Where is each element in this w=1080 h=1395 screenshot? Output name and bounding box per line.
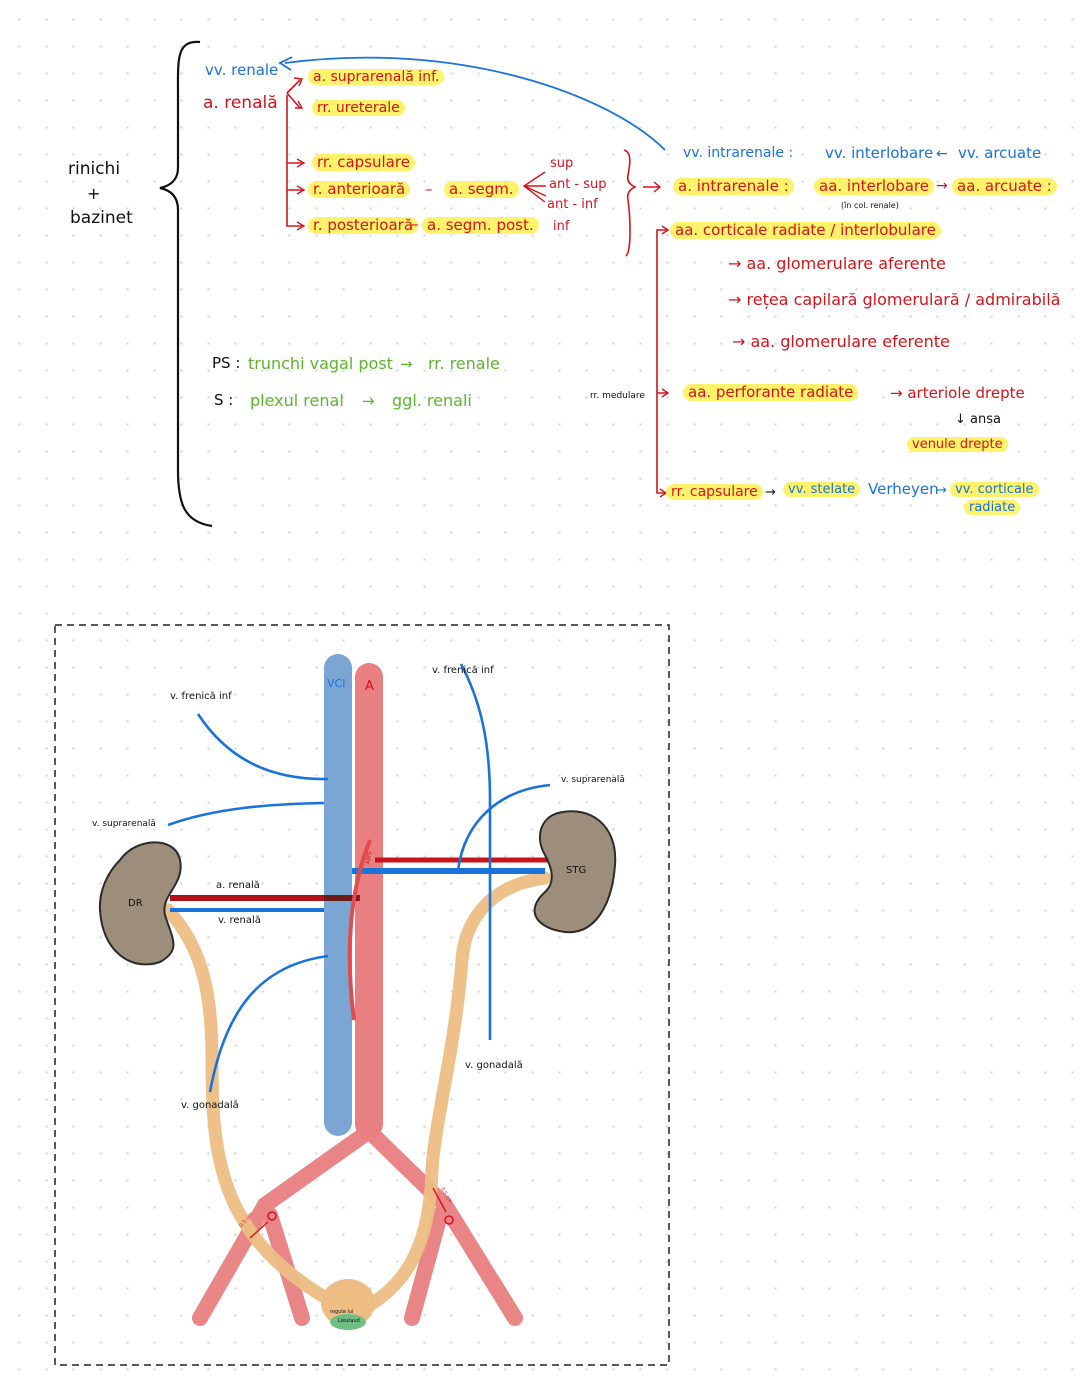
bladder	[321, 1279, 375, 1327]
ps-target: rr. renale	[428, 354, 500, 373]
r-posterioara: r. posterioară	[308, 217, 419, 234]
v-frenica-left-label: v. frenică inf	[170, 691, 232, 702]
arrow-to-arcuate: →	[936, 178, 948, 194]
bladder-trigone	[330, 1314, 366, 1330]
col-renale-note: (în col. renale)	[841, 201, 899, 210]
retea-capilara: → rețea capilară glomerulară / admirabil…	[728, 290, 1061, 309]
sma-curve	[347, 839, 372, 1021]
iliac-arteries	[192, 1124, 523, 1326]
aorta-label: A	[365, 679, 374, 694]
aa-arcuate: aa. arcuate :	[952, 178, 1057, 195]
segment-ant-sup: ant - sup	[549, 177, 607, 192]
a-renala-diagram-label: a. renală	[216, 880, 260, 891]
vv-renale-label: vv. renale	[205, 61, 279, 79]
arrow-verheyen: →	[936, 483, 947, 498]
kidney-dr-label: DR	[128, 898, 143, 909]
veins-blue	[167, 663, 551, 1093]
title-plus: +	[87, 184, 101, 203]
v-suprarenala-right-label: v. suprarenală	[561, 775, 625, 785]
ps-arrow: →	[400, 355, 413, 373]
segment-inf: inf	[553, 219, 570, 234]
aa-glomerulare-aferente: → aa. glomerulare aferente	[728, 254, 946, 273]
arteriole-drepte: → arteriole drepte	[890, 384, 1025, 402]
rr-ureterale: rr. ureterale	[312, 100, 405, 116]
marker-left	[267, 1211, 277, 1221]
segment-ant-inf: ant - inf	[547, 197, 598, 212]
bladder-note-line2: Lieutaud	[338, 1318, 360, 1324]
aa-corticale-radiate: aa. corticale radiate / interlobulare	[670, 222, 941, 239]
aa-perforante-radiate: aa. perforante radiate	[683, 384, 859, 401]
vv-left-arrow: ←	[936, 146, 948, 162]
ansa: ↓ ansa	[955, 412, 1001, 427]
v-frenica-right-label: v. frenică inf	[432, 665, 494, 676]
aorta-vessel	[355, 663, 383, 1138]
v-gonadala-right-label: v. gonadală	[465, 1060, 523, 1071]
kidney-left	[533, 810, 617, 934]
aa-glomerulare-eferente: → aa. glomerulare eferente	[732, 332, 950, 351]
s-target: ggl. renali	[392, 391, 472, 410]
s-label: S :	[214, 391, 234, 409]
verheyen: Verheyen	[868, 480, 939, 498]
a-suprarenala-inf: a. suprarenală inf.	[308, 69, 445, 85]
vci-label: VCI	[327, 677, 346, 690]
ps-text: trunchi vagal post	[248, 354, 393, 373]
rr-capsulare-bottom: rr. capsulare	[666, 484, 763, 500]
a-renala-label: a. renală	[203, 93, 278, 113]
marker-right	[444, 1215, 454, 1225]
segment-fan	[522, 171, 547, 203]
a-segm-post: a. segm. post.	[422, 217, 539, 234]
intrarenal-bracket	[656, 229, 668, 494]
segment-brace	[623, 149, 637, 257]
renala-split	[286, 79, 301, 109]
kidney-right	[98, 841, 182, 966]
blue-arc-arrow	[284, 56, 666, 151]
big-brace	[159, 40, 213, 528]
vv-corticale-line2: radiate	[964, 500, 1021, 515]
aa-interlobare: aa. interlobare	[814, 178, 934, 195]
segment-sup: sup	[550, 156, 574, 171]
ps-label: PS :	[212, 354, 241, 372]
rr-capsulare-top: rr. capsulare	[312, 154, 415, 171]
bladder-note-line1: regula lui	[330, 1309, 354, 1315]
s-arrow: →	[362, 392, 375, 410]
dash-1: –	[425, 180, 433, 198]
r-anterioara: r. anterioară	[308, 181, 411, 198]
arrow-capsulare: →	[765, 485, 776, 500]
branch-tree	[286, 95, 302, 227]
vv-arcuate: vv. arcuate	[958, 144, 1042, 162]
a-segm: a. segm.	[444, 181, 519, 198]
vv-intrarenale: vv. intrarenale :	[683, 145, 794, 161]
title-rinichi: rinichi	[68, 159, 121, 179]
venule-drepte: venule drepte	[907, 437, 1008, 452]
vv-interlobare: vv. interlobare	[825, 144, 934, 162]
diagram-frame	[54, 624, 670, 1366]
title-bazinet: bazinet	[70, 208, 133, 228]
vv-stelate: vv. stelate	[783, 482, 861, 497]
kidney-stg-label: STG	[566, 865, 587, 876]
dash-2: –	[411, 215, 419, 233]
vv-corticale-line1: vv. corticale	[950, 482, 1039, 497]
rr-medulare: rr. medulare	[590, 391, 645, 401]
a-intrarenale: a. intrarenale :	[673, 178, 794, 195]
v-renala-diagram-label: v. renală	[218, 915, 261, 926]
v-gonadala-left-label: v. gonadală	[181, 1100, 239, 1111]
v-suprarenala-left-label: v. suprarenală	[92, 819, 156, 829]
s-text: plexul renal	[250, 391, 344, 410]
